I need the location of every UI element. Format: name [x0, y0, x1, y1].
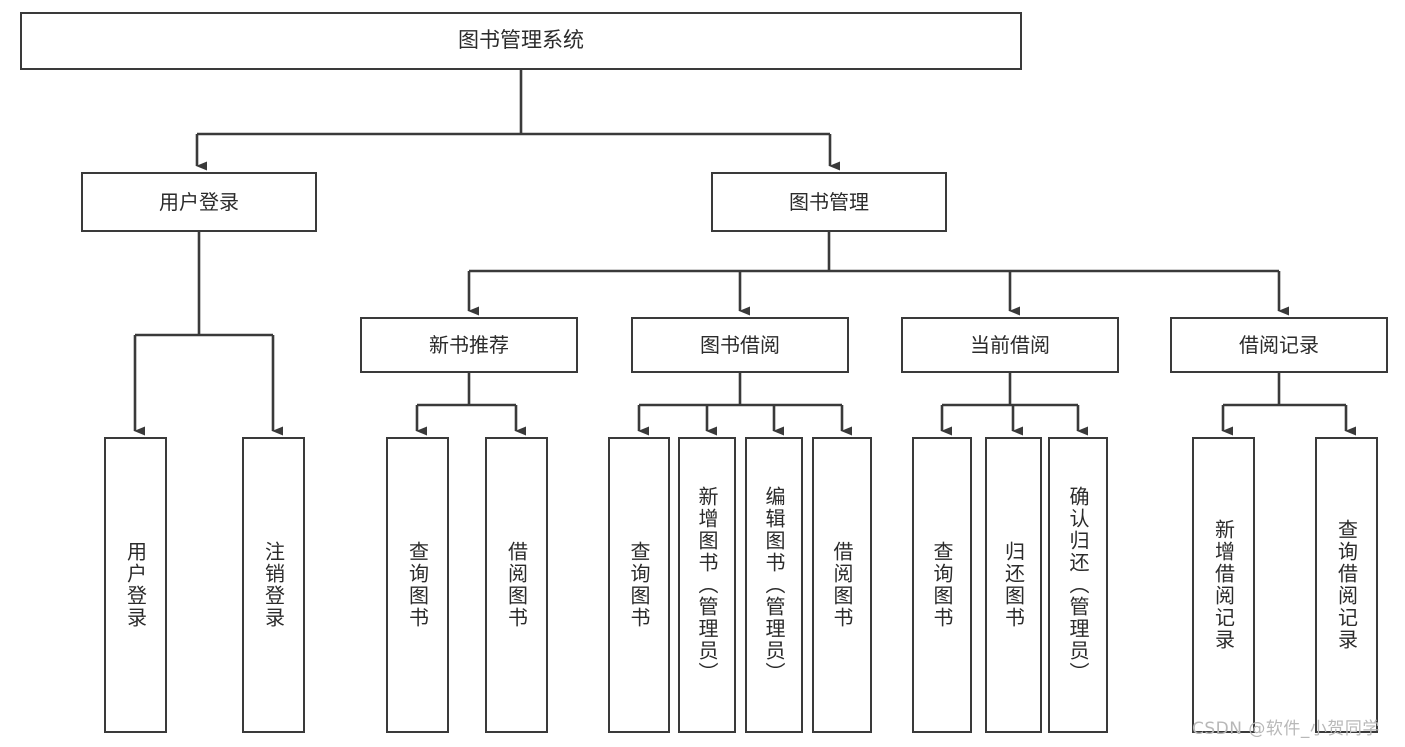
node-leaf-query-book-1[interactable]: 查询图书 — [386, 437, 449, 733]
node-leaf-edit-book[interactable]: 编辑图书（管理员） — [745, 437, 803, 733]
node-leaf-user-login-label: 用户登录 — [123, 541, 148, 629]
node-book-borrow-label: 图书借阅 — [700, 332, 780, 357]
node-leaf-query-book-1-label: 查询图书 — [405, 541, 430, 629]
node-leaf-add-book-label: 新增图书（管理员） — [695, 486, 719, 684]
node-new-book-recommend-label: 新书推荐 — [429, 332, 509, 357]
node-leaf-query-book-2[interactable]: 查询图书 — [608, 437, 670, 733]
node-leaf-borrow-book-1-label: 借阅图书 — [504, 541, 529, 629]
node-leaf-logout-label: 注销登录 — [261, 541, 286, 629]
node-borrow-record-label: 借阅记录 — [1239, 332, 1319, 357]
node-leaf-borrow-book-1[interactable]: 借阅图书 — [485, 437, 548, 733]
node-leaf-user-login[interactable]: 用户登录 — [104, 437, 167, 733]
node-root-system-label: 图书管理系统 — [458, 28, 584, 53]
node-leaf-confirm-return[interactable]: 确认归还（管理员） — [1048, 437, 1108, 733]
node-root-system[interactable]: 图书管理系统 — [20, 12, 1022, 70]
node-current-borrow-label: 当前借阅 — [970, 332, 1050, 357]
node-book-manage-label: 图书管理 — [789, 189, 869, 214]
node-leaf-borrow-book-2[interactable]: 借阅图书 — [812, 437, 872, 733]
node-leaf-confirm-return-label: 确认归还（管理员） — [1066, 486, 1090, 684]
node-leaf-borrow-book-2-label: 借阅图书 — [830, 541, 854, 629]
node-leaf-query-book-3[interactable]: 查询图书 — [912, 437, 972, 733]
node-book-manage[interactable]: 图书管理 — [711, 172, 947, 232]
node-current-borrow[interactable]: 当前借阅 — [901, 317, 1119, 373]
node-leaf-add-record-label: 新增借阅记录 — [1211, 519, 1236, 651]
node-book-borrow[interactable]: 图书借阅 — [631, 317, 849, 373]
node-leaf-add-book[interactable]: 新增图书（管理员） — [678, 437, 736, 733]
node-leaf-add-record[interactable]: 新增借阅记录 — [1192, 437, 1255, 733]
node-user-login[interactable]: 用户登录 — [81, 172, 317, 232]
node-leaf-query-record[interactable]: 查询借阅记录 — [1315, 437, 1378, 733]
node-leaf-query-book-3-label: 查询图书 — [930, 541, 954, 629]
node-new-book-recommend[interactable]: 新书推荐 — [360, 317, 578, 373]
csdn-watermark: CSDN @软件_小贺同学 — [1192, 719, 1380, 739]
node-leaf-query-book-2-label: 查询图书 — [627, 541, 651, 629]
node-user-login-label: 用户登录 — [159, 189, 239, 214]
node-leaf-logout[interactable]: 注销登录 — [242, 437, 305, 733]
node-leaf-edit-book-label: 编辑图书（管理员） — [762, 486, 786, 684]
node-leaf-return-book[interactable]: 归还图书 — [985, 437, 1042, 733]
node-borrow-record[interactable]: 借阅记录 — [1170, 317, 1388, 373]
node-leaf-query-record-label: 查询借阅记录 — [1334, 519, 1359, 651]
node-leaf-return-book-label: 归还图书 — [1001, 541, 1026, 629]
